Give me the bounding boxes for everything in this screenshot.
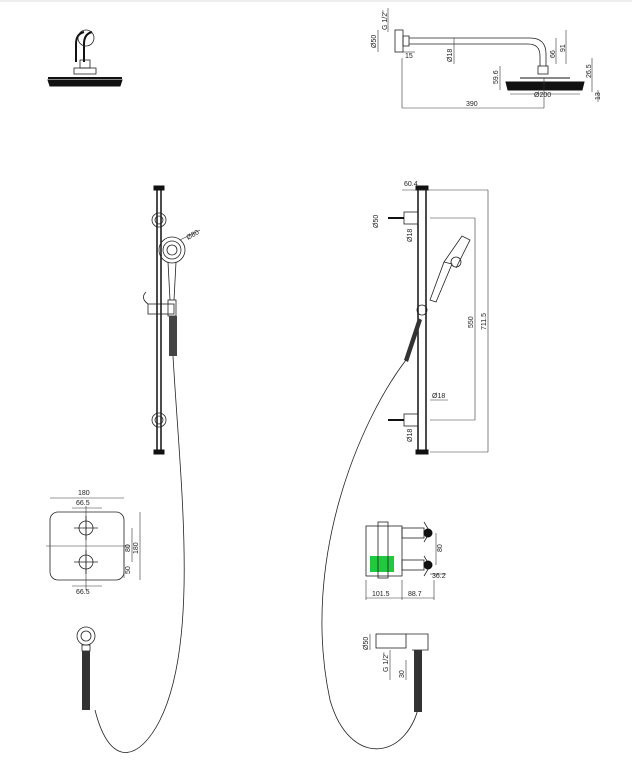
dim-elbow-30: 30 xyxy=(399,670,406,678)
overhead-shower-front xyxy=(47,29,123,87)
wall-elbow-side: Ø50 G 1/2" 30 xyxy=(363,633,429,712)
dim-arm-dia: Ø18 xyxy=(447,49,454,62)
rail-set-front: Ø80 xyxy=(94,185,201,753)
dim-valve-side-36-2: 36.2 xyxy=(432,573,446,580)
dim-66: 66 xyxy=(550,50,557,58)
dim-valve-66-5-top: 66.5 xyxy=(76,500,90,507)
dim-59-6: 59.6 xyxy=(493,70,500,84)
dim-60-4: 60.4 xyxy=(404,181,418,188)
dim-head-dia: Ø200 xyxy=(534,92,551,99)
rail-set-side: 60.4 Ø50 Ø18 550 711.5 Ø18 Ø18 xyxy=(321,181,489,750)
dim-valve-width: 180 xyxy=(78,490,90,497)
dim-711-5: 711.5 xyxy=(481,313,488,330)
dim-thread: G 1/2" xyxy=(382,10,389,30)
dim-rail-flange-dia: Ø50 xyxy=(373,215,380,228)
valve-front: 180 66.5 80 180 50 66.5 xyxy=(46,490,141,596)
dim-rail-bot-dia: Ø18 xyxy=(407,429,414,442)
dim-offset: 15 xyxy=(405,53,413,60)
valve-body-accent xyxy=(370,556,394,572)
dim-550: 550 xyxy=(468,316,475,328)
dim-elbow-dia: Ø50 xyxy=(363,637,370,650)
overhead-shower-side: G 1/2" Ø50 15 Ø18 66 91 59.6 26.5 13 Ø20… xyxy=(371,8,602,109)
dim-flange-dia: Ø50 xyxy=(371,35,378,48)
dim-elbow-thread: G 1/2" xyxy=(383,652,390,672)
dim-valve-side-80: 80 xyxy=(437,544,444,552)
dim-valve-66-5-bottom: 66.5 xyxy=(76,589,90,596)
dim-91: 91 xyxy=(560,44,567,52)
valve-side: 80 36.2 101.5 88.7 xyxy=(365,521,446,600)
dim-valve-side-101-5: 101.5 xyxy=(372,591,390,598)
dim-26-5: 26.5 xyxy=(586,64,593,78)
dim-valve-height: 180 xyxy=(133,542,140,554)
dim-valve-side-88-7: 88.7 xyxy=(408,591,422,598)
dim-valve-80: 80 xyxy=(125,544,132,552)
dim-arm-length: 390 xyxy=(466,101,478,108)
dim-rail-mid-dia: Ø18 xyxy=(432,393,445,400)
wall-elbow-front xyxy=(76,626,96,710)
dim-13: 13 xyxy=(595,92,602,100)
dim-valve-50: 50 xyxy=(125,566,132,574)
dim-rail-top-dia: Ø18 xyxy=(407,229,414,242)
